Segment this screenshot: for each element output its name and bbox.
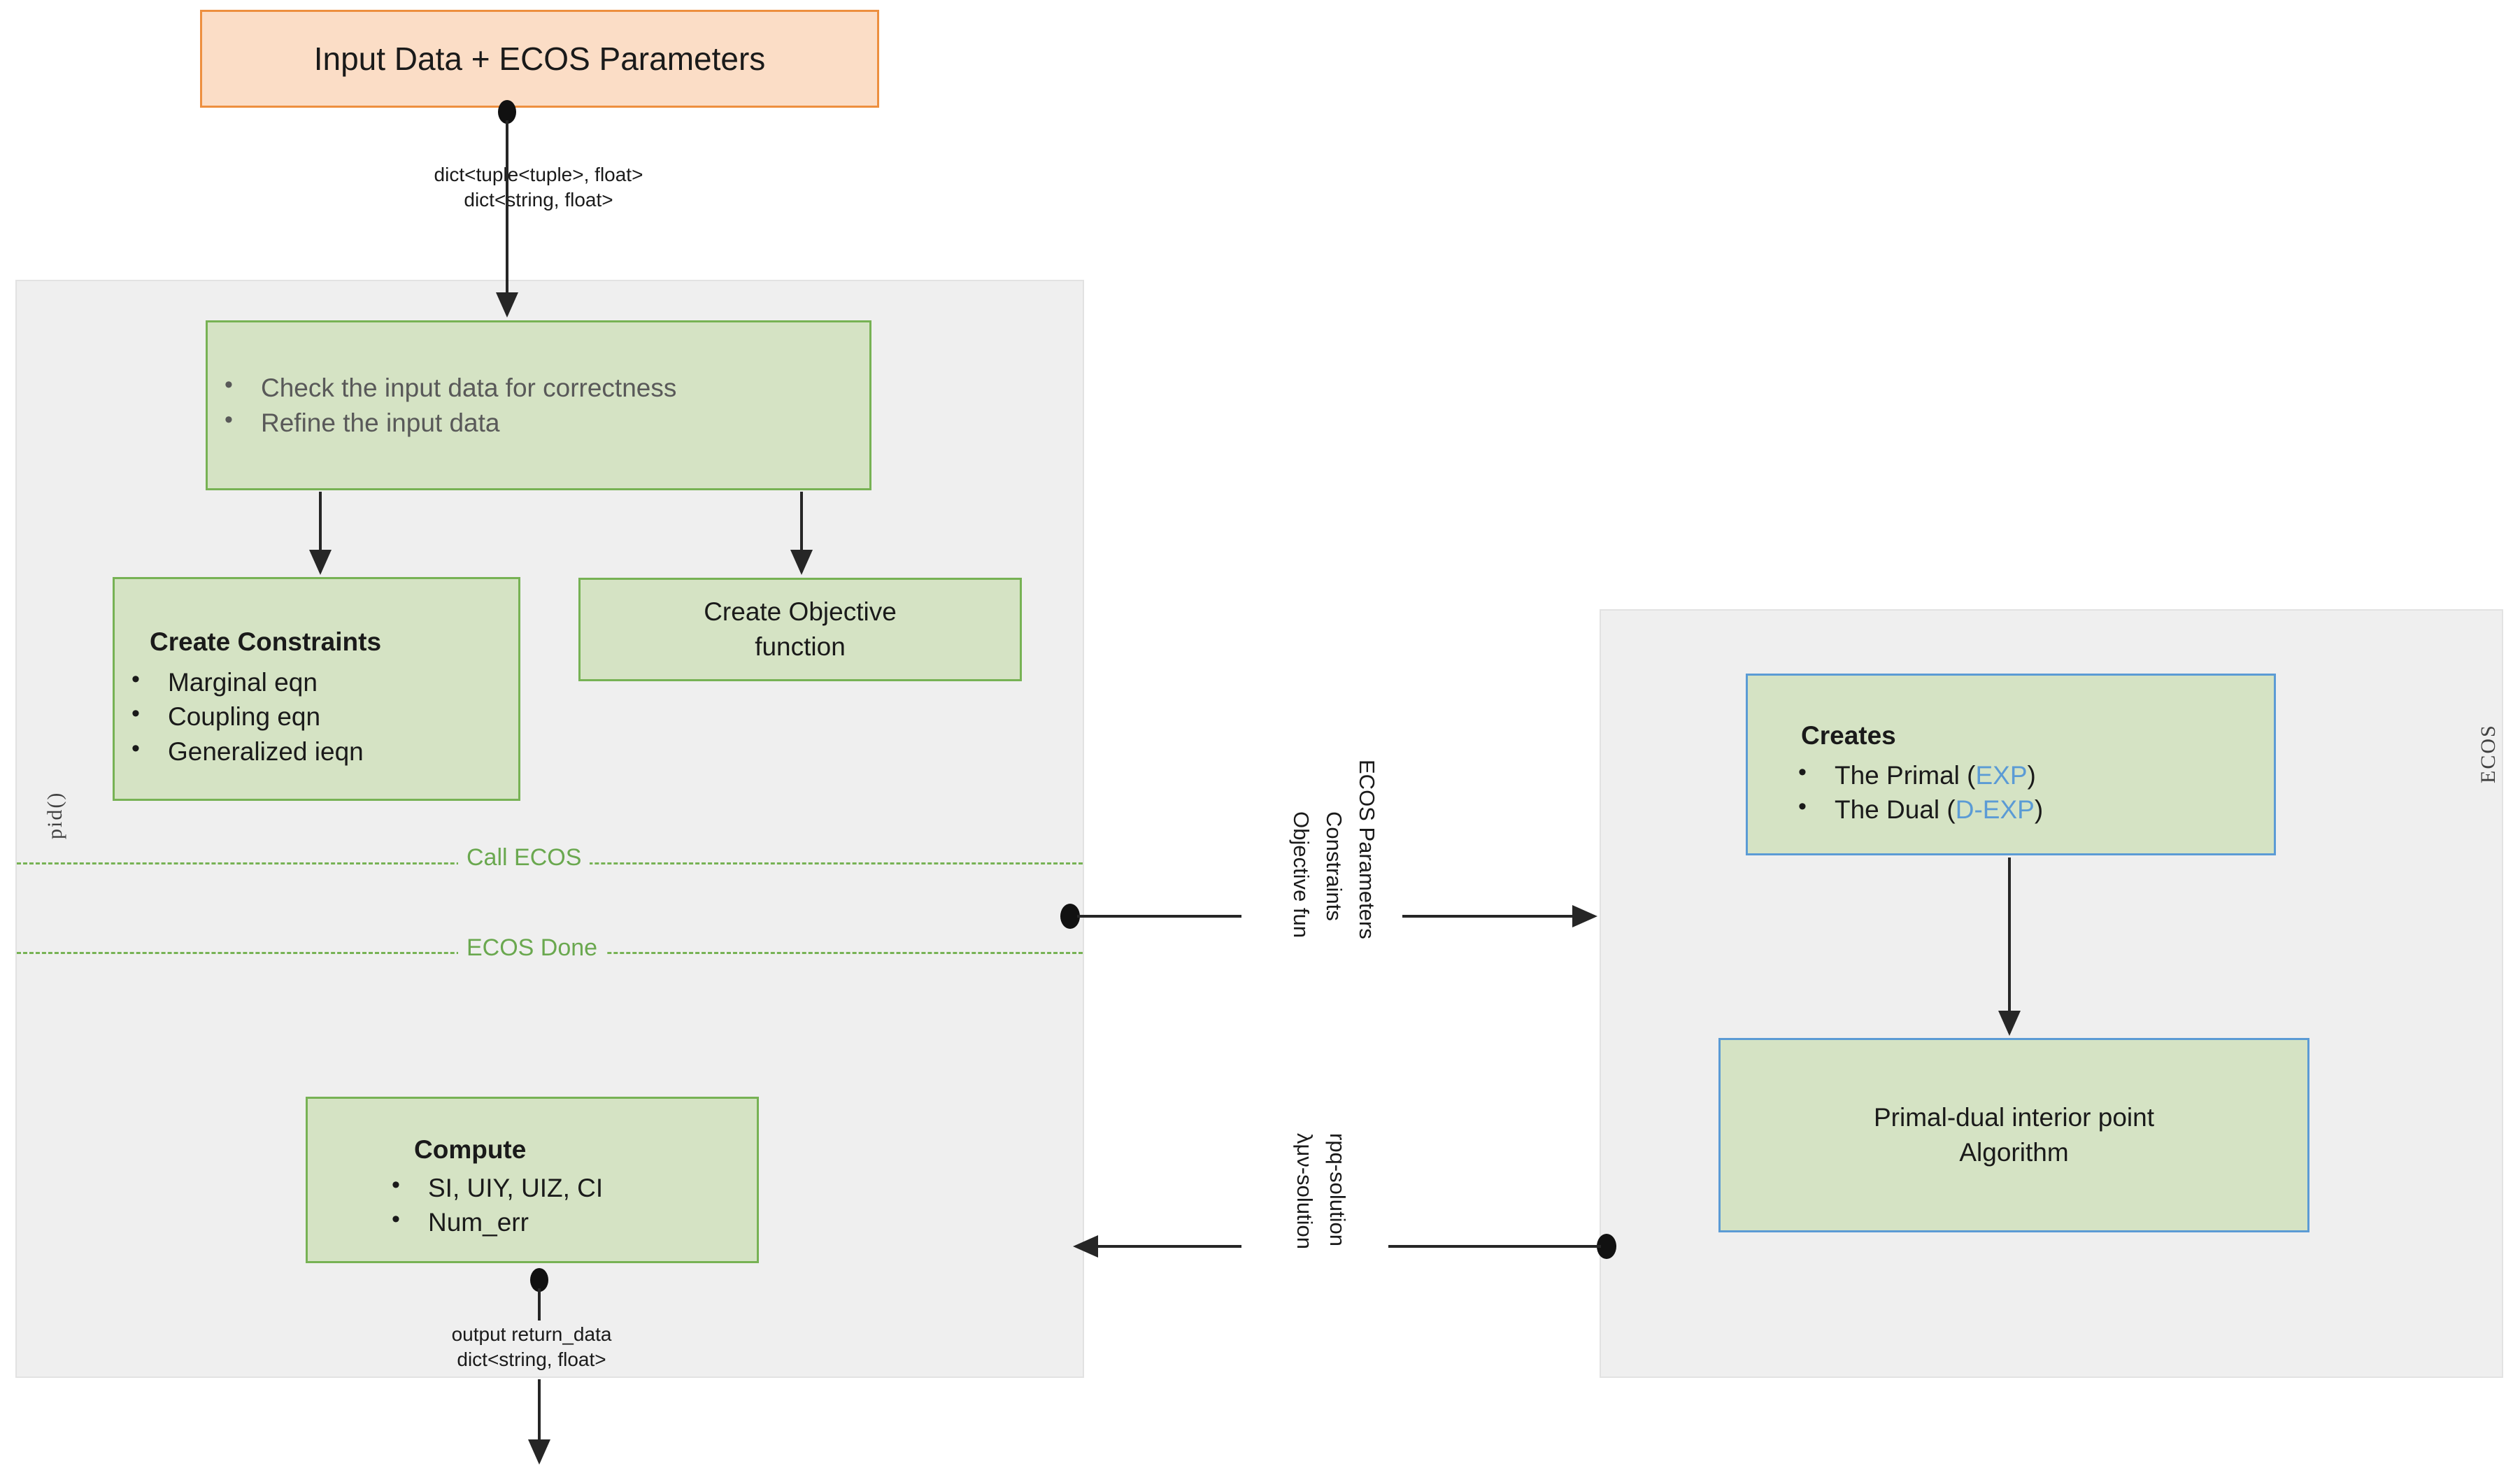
from-ecos-label-1: λμν-solution: [1293, 1133, 1317, 1250]
create-objective-node[interactable]: Create Objective function: [578, 578, 1022, 681]
creates-bullet-0-suffix: ): [2027, 760, 2036, 790]
create-constraints-bullets: Marginal eqn Coupling eqn Generalized ie…: [115, 664, 518, 769]
create-objective-line1: Create Objective: [704, 597, 897, 627]
call-ecos-divider-label: Call ECOS: [458, 844, 590, 871]
output-edge-line2: dict<string, float>: [457, 1349, 606, 1371]
pid-lane-label: pid(): [43, 791, 66, 839]
creates-bullet-0: The Primal (EXP): [1781, 757, 2274, 793]
creates-bullet-1-suffix: ): [2034, 795, 2044, 825]
creates-bullet-1-highlight: D-EXP: [1955, 795, 2035, 825]
create-objective-line2: function: [755, 632, 846, 661]
creates-node[interactable]: Creates The Primal (EXP) The Dual (D-EXP…: [1746, 674, 2276, 855]
input-edge-line1: dict<tuple<tuple>, float>: [434, 164, 643, 185]
to-ecos-label-2: Objective fun: [1289, 811, 1314, 938]
creates-bullet-0-highlight: EXP: [1975, 760, 2028, 790]
algorithm-node[interactable]: Primal-dual interior point Algorithm: [1718, 1038, 2309, 1232]
constraint-bullet-0: Marginal eqn: [115, 664, 518, 700]
validate-input-bullets: Check the input data for correctness Ref…: [208, 369, 869, 441]
output-edge-label: output return_data dict<string, float>: [322, 1322, 741, 1373]
to-ecos-label-0: ECOS Parameters: [1355, 760, 1379, 939]
input-edge-line2: dict<string, float>: [464, 189, 613, 211]
output-edge-line1: output return_data: [451, 1323, 612, 1345]
create-constraints-node[interactable]: Create Constraints Marginal eqn Coupling…: [113, 577, 520, 801]
ecos-done-divider-label: ECOS Done: [458, 934, 606, 962]
from-ecos-label-0: rpq-solution: [1325, 1133, 1350, 1246]
compute-title: Compute: [414, 1135, 527, 1165]
validate-bullet-0: Check the input data for correctness: [208, 369, 869, 406]
creates-bullet-1-prefix: The Dual (: [1835, 795, 1956, 825]
compute-bullets: SI, UIY, UIZ, CI Num_err: [308, 1169, 757, 1240]
constraint-bullet-1: Coupling eqn: [115, 698, 518, 734]
input-data-label: Input Data + ECOS Parameters: [313, 40, 766, 77]
algorithm-line1: Primal-dual interior point: [1873, 1103, 2154, 1132]
constraint-bullet-2: Generalized ieqn: [115, 733, 518, 769]
ecos-lane-label: ECOS: [2477, 724, 2500, 783]
to-ecos-label-1: Constraints: [1322, 811, 1346, 921]
input-edge-label: dict<tuple<tuple>, float> dict<string, f…: [294, 162, 783, 213]
creates-bullet-1: The Dual (D-EXP): [1781, 791, 2274, 827]
creates-title: Creates: [1801, 721, 1896, 750]
creates-bullet-0-prefix: The Primal (: [1835, 760, 1976, 790]
compute-node[interactable]: Compute SI, UIY, UIZ, CI Num_err: [306, 1097, 759, 1263]
input-data-node[interactable]: Input Data + ECOS Parameters: [200, 10, 879, 108]
create-constraints-title: Create Constraints: [150, 627, 382, 656]
validate-input-node[interactable]: Check the input data for correctness Ref…: [206, 320, 871, 490]
creates-bullets: The Primal (EXP) The Dual (D-EXP): [1748, 757, 2274, 827]
compute-bullet-1: Num_err: [375, 1204, 757, 1240]
algorithm-line2: Algorithm: [1959, 1138, 2069, 1167]
compute-bullet-0: SI, UIY, UIZ, CI: [375, 1169, 757, 1206]
validate-bullet-1: Refine the input data: [208, 404, 869, 441]
